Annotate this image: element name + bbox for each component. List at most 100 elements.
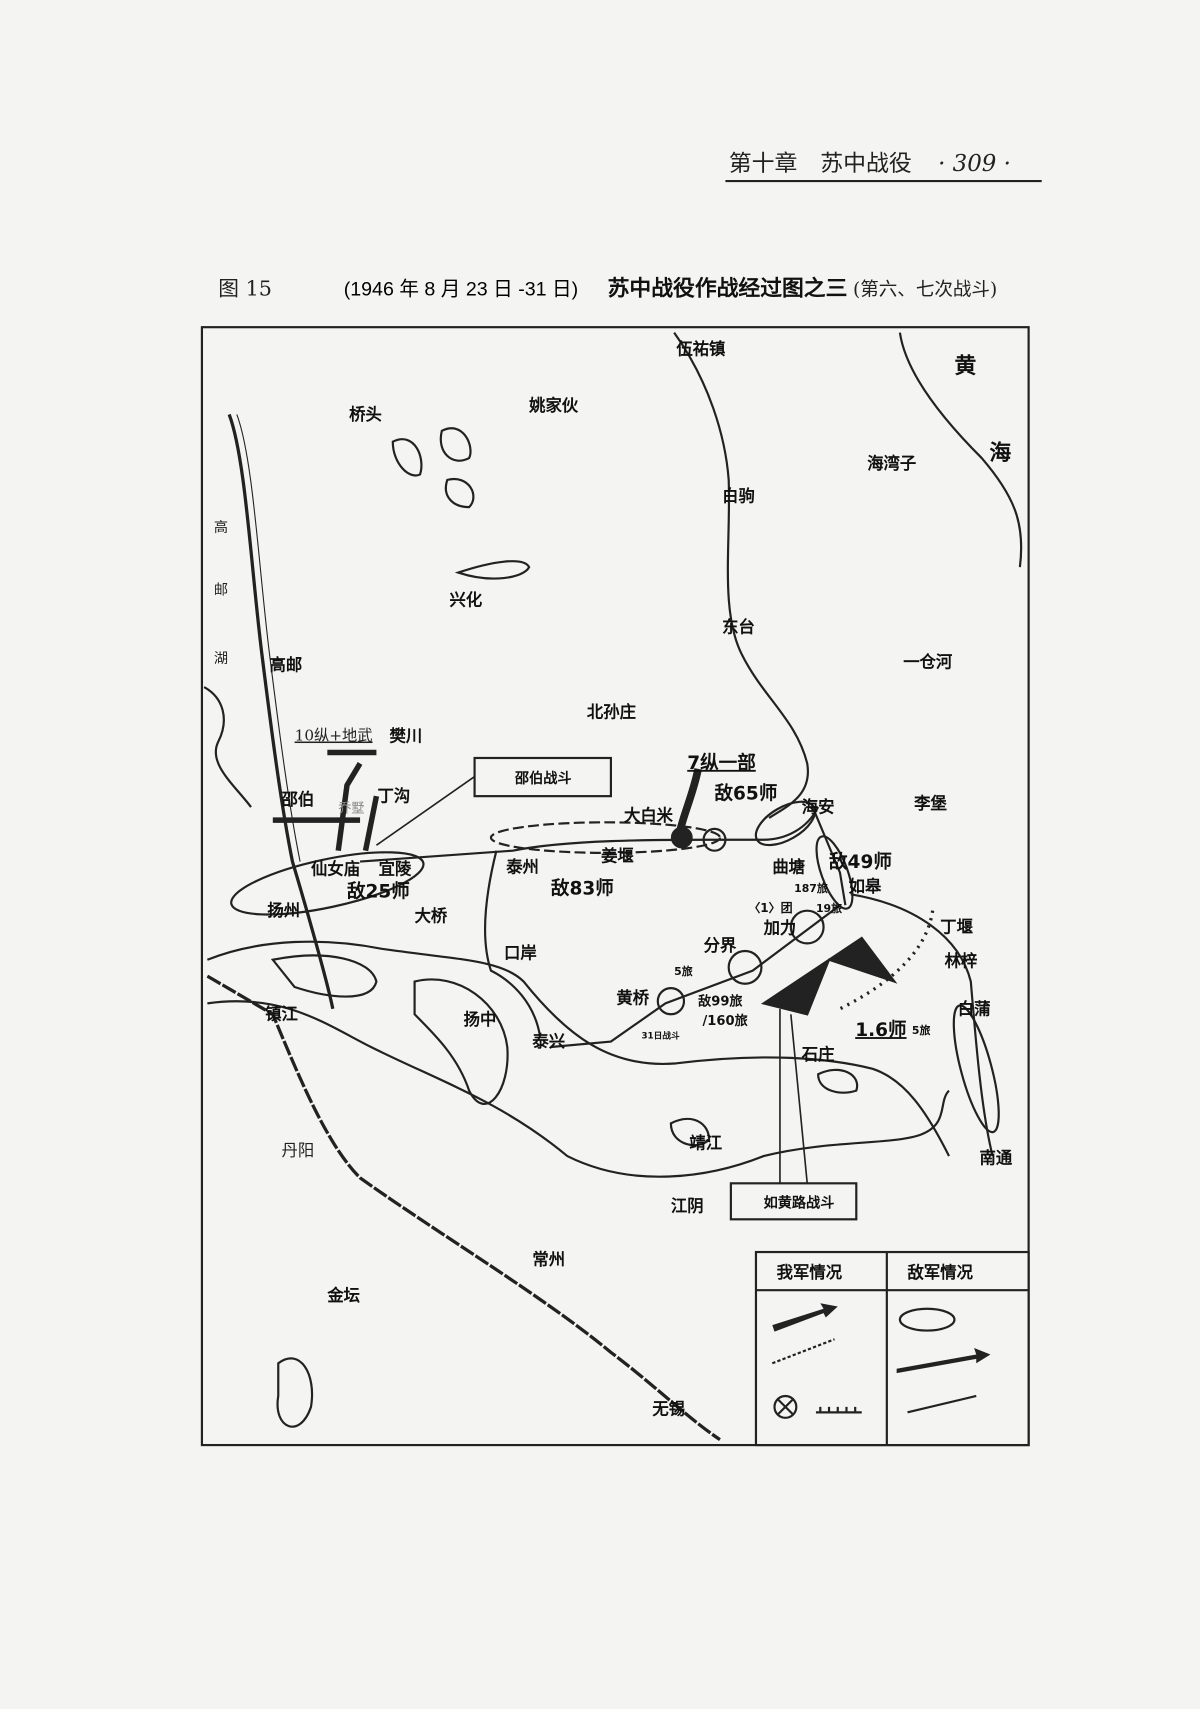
lake-label: 高 (214, 519, 228, 536)
island-yangzhong (413, 978, 509, 1105)
place-label: 口岸 (504, 944, 537, 963)
lake-label: 湖 (214, 651, 228, 667)
place-label: 曲塘 (772, 857, 805, 876)
unit-label: 敌49师 (829, 851, 892, 873)
place-label: 常州 (532, 1250, 565, 1269)
unit-label: 187旅 (794, 881, 828, 895)
lake-jintan (276, 1357, 314, 1428)
place-label: 丁沟 (378, 787, 411, 806)
unit-label: 19旅 (816, 901, 842, 915)
place-label: 加力 (763, 919, 797, 938)
place-label: 宜陵 (379, 860, 412, 879)
legend-box (754, 1250, 1030, 1447)
island-west (270, 954, 378, 998)
legend-attack-arrow-icon (772, 1303, 838, 1332)
encircle-symbol-qutang (702, 827, 727, 852)
lake-xinghua (454, 560, 531, 580)
unit-label: /160旅 (703, 1012, 748, 1029)
place-label: 石庄 (801, 1045, 835, 1064)
callout-box-shaobo (473, 756, 612, 798)
callout-ruhuang-battle: 如黄路战斗 (764, 1194, 835, 1211)
place-label: 东台 (722, 618, 755, 637)
place-label: 扬中 (464, 1010, 497, 1029)
place-label: 无锡 (651, 1400, 685, 1419)
road-rugao-huangqiao (550, 904, 841, 1049)
legend-enemy-move-arrow-icon (907, 1394, 977, 1414)
place-label: 靖江 (689, 1133, 722, 1152)
place-label: 金坛 (326, 1286, 360, 1305)
place-label: 大白米 (624, 806, 674, 825)
unit-label: 7纵一部 (687, 752, 756, 774)
enemy-position-haian (754, 800, 816, 847)
place-label: 泰兴 (531, 1032, 565, 1051)
place-label: 镇江 (265, 1005, 298, 1024)
place-label: 海湾子 (867, 454, 916, 473)
place-label: 白蒲 (958, 999, 991, 1018)
road-taizhou-kouan (483, 850, 542, 1037)
unit-label: 敌83师 (551, 877, 614, 899)
legend-defense-line-icon (815, 1406, 862, 1414)
lake-shore (203, 686, 252, 808)
enemy-position-rugao (815, 835, 854, 910)
callout-leader-shaobo (375, 775, 476, 846)
place-label: 扬州 (267, 901, 300, 920)
lake-jingjiang (669, 1117, 711, 1147)
encircle-symbol-jiali (789, 909, 825, 945)
place-labels: 伍祐镇 桥头 姚家伙 海湾子 白驹 兴化 东台 高邮 一仓河 北孙庄 樊川 邵伯… (214, 339, 1013, 1418)
place-label: 兴化 (449, 590, 482, 609)
legend-annihilation-x-icon (776, 1398, 794, 1416)
place-label: 泰州 (505, 857, 539, 876)
place-label: 仙女庙 (311, 860, 360, 879)
place-label: 姜堰 (601, 847, 634, 866)
figure-title: 苏中战役作战经过图之三 (608, 276, 848, 302)
place-label: 姚家伙 (528, 396, 579, 415)
legend-annihilation-icon (773, 1394, 798, 1419)
place-label: 江阴 (671, 1197, 704, 1216)
canal-grand (227, 413, 335, 1010)
lake-1 (391, 438, 423, 477)
place-label: 分界 (704, 936, 737, 955)
unit-labels: 10纵+地武 7纵一部 敌65师 敌83师 敌25师 敌49师 187旅 〈1〉… (295, 727, 931, 1042)
canal-grand-inner (236, 414, 301, 862)
unit-label: 31日战斗 (641, 1029, 680, 1041)
lake-2 (439, 427, 472, 462)
place-label: 黄桥 (616, 988, 649, 1007)
place-label: 南通 (980, 1149, 1013, 1168)
place-label: 丹阳 (282, 1141, 315, 1160)
water-label-hai: 海 (989, 440, 1011, 466)
unit-label: 〈1〉团 (748, 900, 792, 915)
place-label: 海安 (802, 798, 835, 817)
coastline (898, 332, 1023, 568)
road-haian-rugao (811, 806, 847, 906)
map-lines (203, 332, 1023, 1441)
place-label: 如皋 (849, 877, 882, 896)
place-label: 林梓 (945, 951, 978, 970)
enemy-position-yangzhou (230, 851, 425, 916)
place-label: 大桥 (415, 907, 448, 926)
place-label: 丁堰 (940, 917, 973, 936)
place-label: 樊川 (390, 727, 423, 746)
callout-leader-ruhuang (779, 1008, 809, 1184)
place-label: 桥头 (349, 405, 382, 424)
enemy-position-taizhou (489, 821, 722, 854)
place-label: 伍祐镇 (675, 339, 726, 358)
page-number: · 309 · (938, 151, 1011, 177)
enemy-position-baipu (952, 1004, 1000, 1134)
map-legend: 我军情况 敌军情况 (754, 1250, 1030, 1447)
yangtze-south (207, 1000, 950, 1178)
figure-subtitle: (第六、七次战斗) (853, 280, 997, 301)
place-label: 乔墅 (338, 801, 364, 817)
attack-arrows-shaobo (272, 749, 380, 852)
callout-box-ruhuang (729, 1182, 858, 1221)
map-frame (200, 326, 1030, 1447)
road-east-west (359, 806, 820, 863)
legend-ours-heading: 我军情况 (777, 1263, 843, 1282)
road-rugao-nantong (850, 893, 994, 1157)
legend-enemy-retreat-arrow-icon (896, 1348, 991, 1374)
unit-label: 敌25师 (347, 881, 410, 903)
lake-label: 邮 (214, 582, 228, 598)
place-label: 邵伯 (281, 790, 315, 809)
place-label: 一仓河 (903, 652, 953, 671)
place-label: 白驹 (722, 487, 755, 506)
